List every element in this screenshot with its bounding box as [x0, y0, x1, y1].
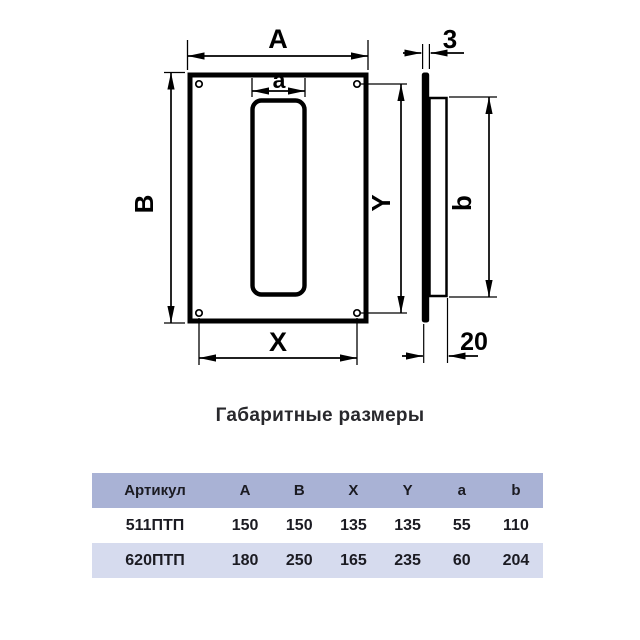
column-header-A: A — [239, 482, 251, 499]
mounting-hole — [194, 308, 204, 318]
dim-A — [186, 40, 369, 70]
dim-label-X: X — [269, 327, 287, 357]
table-header-row: Артикул A B X Y a b — [92, 473, 543, 508]
side-plate — [421, 72, 430, 323]
column-header-Y: Y — [402, 482, 413, 499]
article-code: 511ПТП — [125, 516, 185, 534]
value-A: 180 — [231, 551, 259, 569]
side-view — [421, 72, 448, 323]
dim-depth — [402, 298, 478, 363]
value-Y: 135 — [394, 516, 421, 534]
value-X: 165 — [340, 551, 367, 569]
dim-a — [251, 78, 306, 97]
dim-label-Y: Y — [366, 194, 396, 211]
value-b: 110 — [503, 516, 529, 534]
value-B: 250 — [285, 551, 313, 569]
value-b: 204 — [502, 551, 530, 569]
value-X: 135 — [340, 516, 367, 534]
dim-B — [164, 71, 185, 324]
dim-label-depth: 20 — [460, 328, 488, 356]
mounting-hole — [352, 79, 362, 89]
value-a: 60 — [452, 551, 471, 569]
dim-label-a: a — [273, 67, 286, 93]
vent-slot — [250, 98, 307, 297]
dim-label-A: A — [268, 24, 288, 54]
mounting-hole — [194, 79, 204, 89]
column-header-a: a — [457, 482, 466, 499]
drawing-caption: Габаритные размеры — [215, 405, 425, 426]
value-A: 150 — [231, 516, 259, 534]
dim-label-b: b — [447, 195, 477, 211]
column-header-B: B — [293, 482, 305, 499]
column-header-article: Артикул — [124, 482, 186, 499]
dim-Y — [361, 83, 407, 314]
mounting-hole — [352, 308, 362, 318]
dim-label-B: B — [129, 195, 159, 214]
value-B: 150 — [285, 516, 313, 534]
column-header-X: X — [348, 482, 359, 499]
dimension-drawing: A a B X Y 3 b — [129, 24, 497, 365]
value-a: 55 — [452, 516, 471, 534]
article-code: 620ПТП — [125, 551, 185, 569]
duct-collar — [428, 96, 448, 298]
column-header-b: b — [511, 482, 521, 499]
table-row: 620ПТП 180 250 165 235 60 204 — [92, 543, 543, 578]
dim-label-thickness: 3 — [443, 24, 457, 54]
front-view — [187, 72, 369, 324]
dim-thickness — [403, 44, 464, 69]
dimensions-table: Артикул A B X Y a b 511ПТП 150 150 135 1… — [92, 473, 543, 578]
value-Y: 235 — [394, 551, 421, 569]
dim-b — [449, 96, 497, 298]
dim-X — [198, 318, 358, 365]
table-row: 511ПТП 150 150 135 135 55 110 — [92, 508, 543, 543]
